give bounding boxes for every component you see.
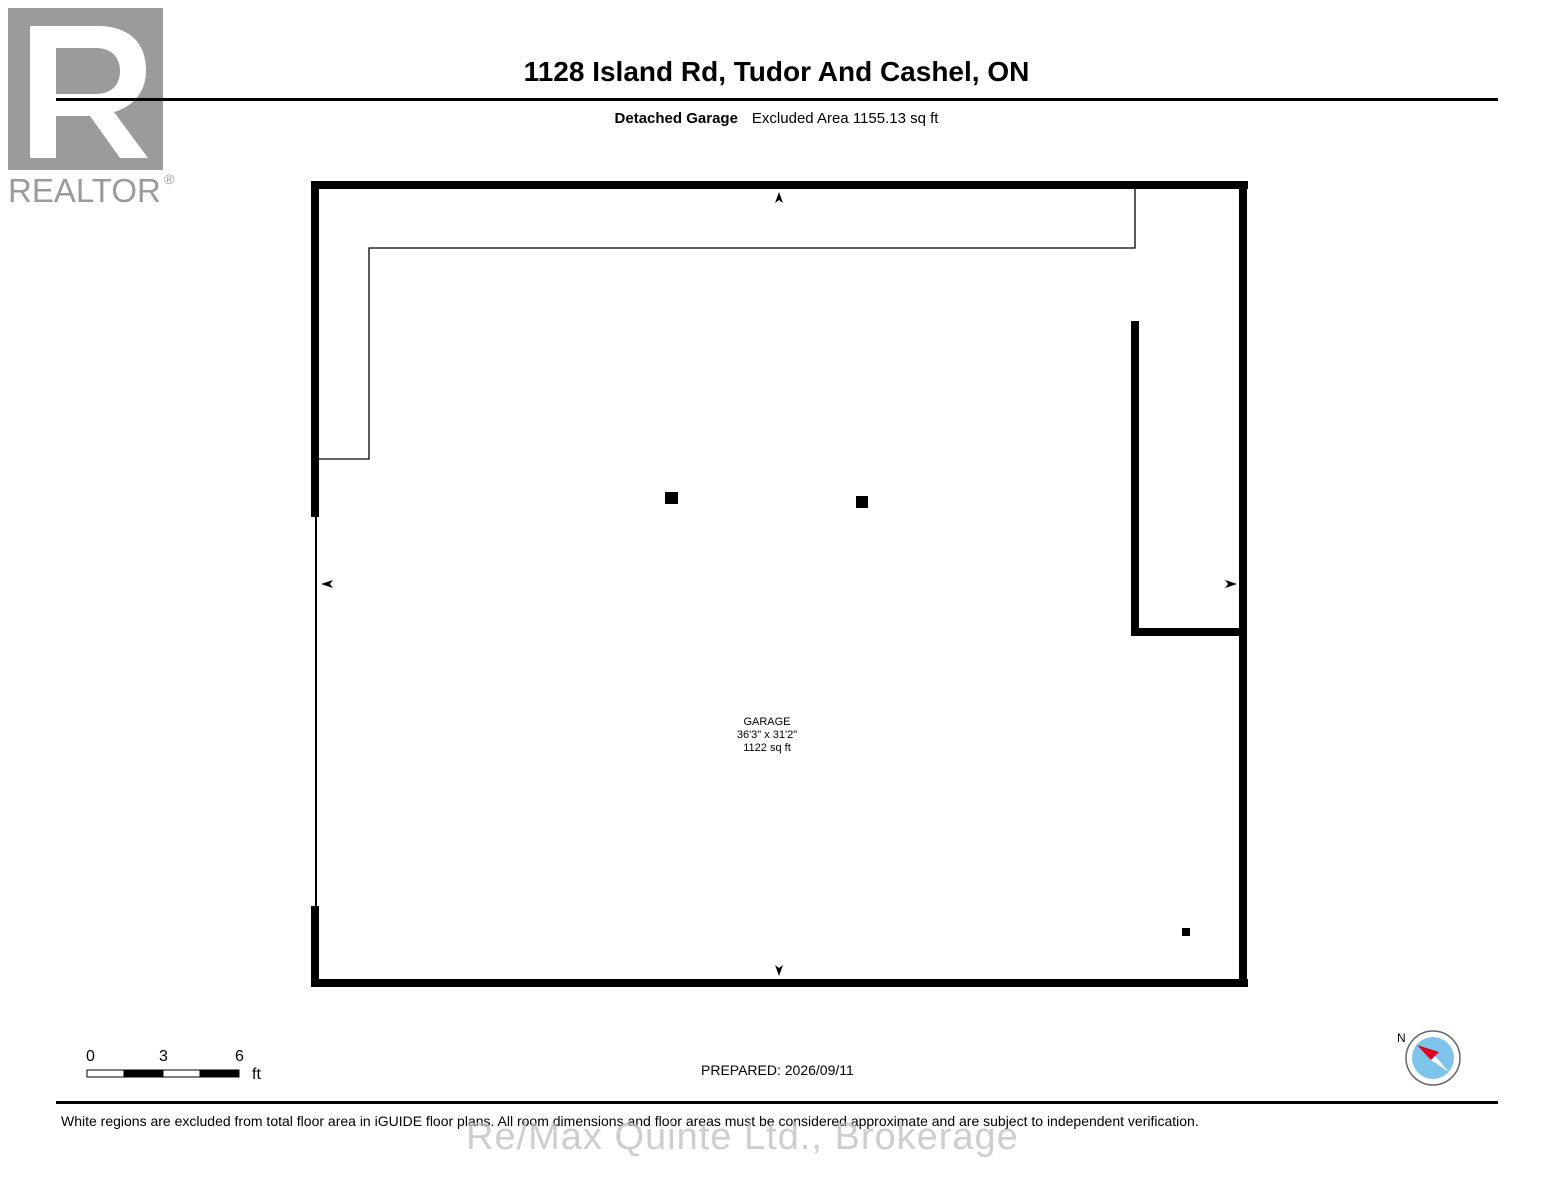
scale-tick-label: 6 (235, 1048, 244, 1065)
floor-name: Detached Garage (614, 110, 738, 127)
compass-north-label: N (1397, 1031, 1406, 1045)
compass-icon: N (1397, 1030, 1461, 1086)
arrow-right-icon (1225, 580, 1237, 588)
dimension-arrows (321, 192, 1237, 976)
realtor-logo: REALTOR ® (8, 8, 175, 208)
brokerage-watermark: Re/Max Quinte Ltd., Brokerage (466, 1116, 1019, 1158)
floor-subtitle: Detached Garage Excluded Area 1155.13 sq … (0, 110, 1553, 127)
realtor-logo-text: REALTOR (8, 172, 161, 208)
scale-bar: 0 3 6 ft (80, 1046, 280, 1086)
scale-tick-label: 3 (159, 1048, 168, 1065)
room-name: GARAGE (743, 716, 791, 728)
header-divider (56, 98, 1498, 101)
column-post (1182, 928, 1190, 936)
arrow-left-icon (321, 580, 333, 588)
scale-tick-label: 0 (86, 1048, 95, 1065)
svg-text:®: ® (164, 171, 175, 187)
room-area: 1122 sq ft (743, 742, 791, 754)
mezzanine-outline (319, 189, 1136, 460)
column-post (665, 492, 678, 504)
arrow-up-icon (775, 192, 783, 203)
disclaimer-text: White regions are excluded from total fl… (61, 1113, 1199, 1129)
exterior-walls (311, 181, 1248, 987)
column-post (856, 496, 868, 508)
scale-unit: ft (252, 1066, 261, 1083)
footer-divider (56, 1101, 1498, 1104)
interior-walls (1131, 321, 1243, 636)
room-label: GARAGE 36'3" x 31'2" 1122 sq ft (717, 716, 817, 755)
room-dimensions: 36'3" x 31'2" (736, 729, 798, 741)
scale-bar-graphic (86, 1069, 240, 1078)
arrow-down-icon (775, 965, 783, 976)
excluded-area: Excluded Area 1155.13 sq ft (751, 110, 939, 127)
columns (665, 492, 1190, 936)
page-title: 1128 Island Rd, Tudor And Cashel, ON (523, 56, 1030, 87)
prepared-date: PREPARED: 2026/09/11 (701, 1062, 854, 1078)
